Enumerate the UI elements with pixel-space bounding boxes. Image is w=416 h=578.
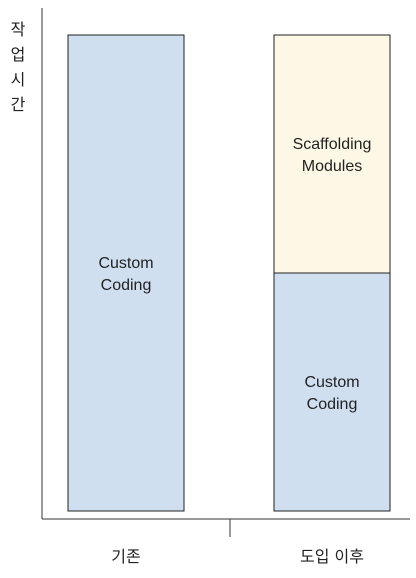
bar-segment-custom-coding	[273, 272, 391, 512]
segment-label: Coding	[101, 277, 152, 294]
y-axis-label-char: 업	[10, 45, 26, 64]
segment-label: Custom	[304, 374, 359, 391]
segment-label: Modules	[302, 158, 362, 175]
bars-group	[67, 34, 391, 512]
y-axis-label-char: 작	[10, 20, 26, 39]
x-tick-label: 도입 이후	[300, 547, 364, 566]
x-tick-labels-group: 기존 도입 이후	[111, 547, 364, 566]
segment-labels-group: CustomCodingCustomCodingScaffoldingModul…	[98, 136, 371, 413]
y-axis-label-char: 시	[10, 70, 26, 89]
x-tick-label: 기존	[111, 547, 140, 566]
segment-label: Coding	[307, 396, 358, 413]
bar-segment-scaffolding-modules	[273, 34, 391, 274]
segment-label: Scaffolding	[293, 136, 372, 153]
y-axis-label-char: 간	[10, 95, 26, 114]
segment-label: Custom	[98, 255, 153, 272]
bar-segment-custom-coding	[67, 34, 185, 512]
